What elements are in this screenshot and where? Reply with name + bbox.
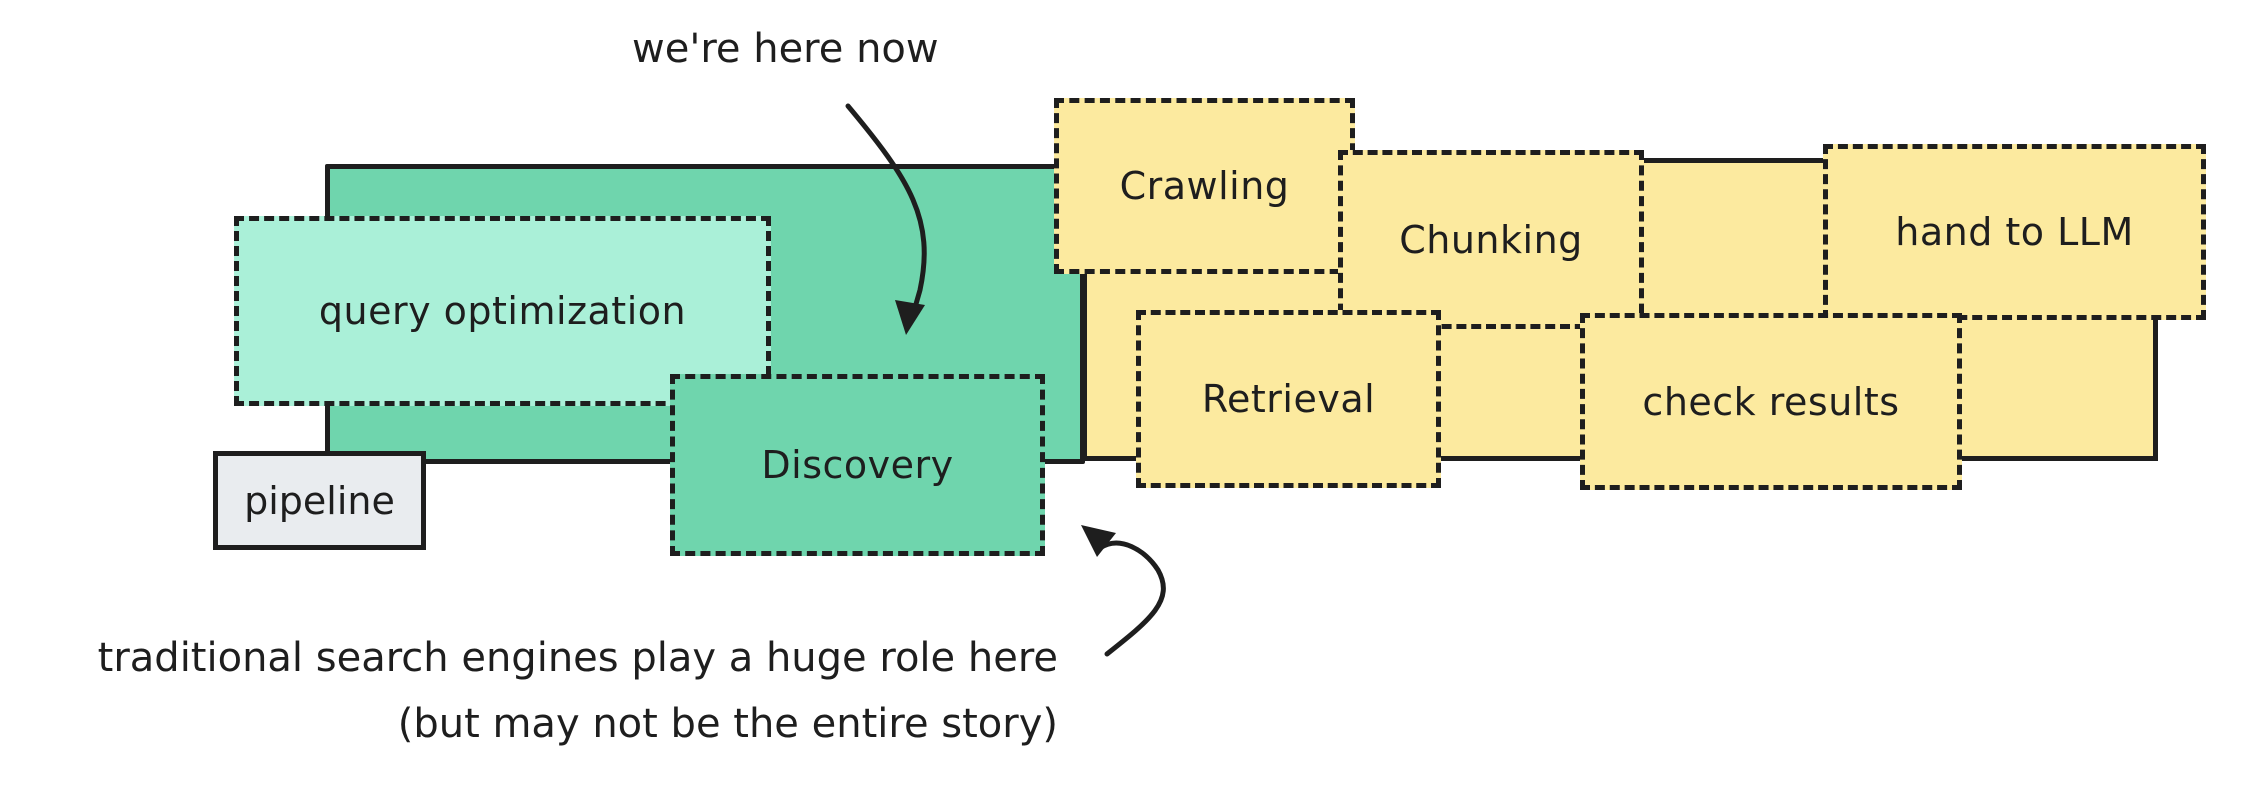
search-engines-annotation: traditional search engines play a huge r… <box>98 625 1058 757</box>
retrieval-label: Retrieval <box>1201 377 1376 421</box>
pipeline-label-box[interactable]: pipeline <box>213 451 426 550</box>
crawling-label: Crawling <box>1119 164 1290 208</box>
chunking-label: Chunking <box>1399 217 1583 262</box>
chunking-box[interactable]: Chunking <box>1338 150 1644 329</box>
discovery-box[interactable]: Discovery <box>670 374 1045 556</box>
annotation-line-1: traditional search engines play a huge r… <box>97 635 1058 681</box>
pipeline-label: pipeline <box>244 478 395 523</box>
retrieval-box[interactable]: Retrieval <box>1136 310 1441 488</box>
arrow-head-icon <box>1081 525 1116 557</box>
hand-to-llm-label: hand to LLM <box>1895 210 2134 254</box>
hand-to-llm-box[interactable]: hand to LLM <box>1823 144 2206 320</box>
arrow-shaft <box>1097 540 1166 657</box>
arrow-from-annotation <box>1081 525 1166 657</box>
query-optimization-label: query optimization <box>318 289 687 333</box>
check-results-box[interactable]: check results <box>1580 313 1962 490</box>
discovery-label: Discovery <box>761 443 954 487</box>
were-here-now-annotation: we're here now <box>632 26 939 72</box>
check-results-label: check results <box>1642 379 1900 424</box>
annotation-line-2: (but may not be the entire story) <box>397 701 1058 747</box>
crawling-box[interactable]: Crawling <box>1054 98 1355 274</box>
